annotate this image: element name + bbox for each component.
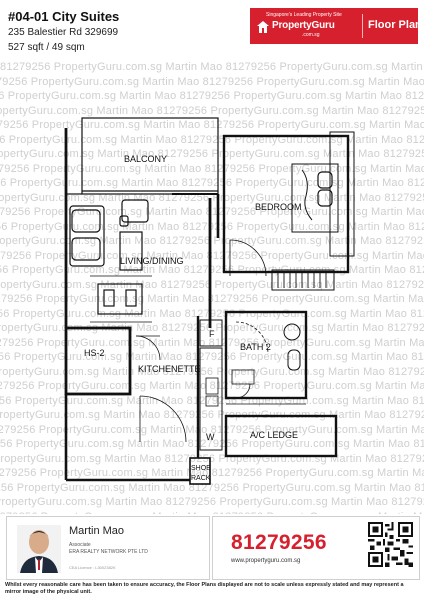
watermark-row: 81279256 PropertyGuru.com.sg Martin Mao … [0, 423, 424, 436]
watermark-row: 81279256 PropertyGuru.com.sg Martin Mao … [0, 365, 424, 378]
brand-name: PropertyGuru [272, 20, 335, 31]
watermark-row: 81279256 PropertyGuru.com.sg Martin Mao … [0, 104, 424, 117]
watermark-row: 81279256 PropertyGuru.com.sg Martin Mao … [0, 75, 424, 88]
household-shelter [64, 326, 132, 396]
kitchen-counter [199, 347, 223, 451]
agent-phone[interactable]: 81279256 [231, 531, 327, 554]
watermark-row: 81279256 PropertyGuru.com.sg Martin Mao … [0, 148, 424, 160]
balcony-area [81, 117, 219, 195]
watermark-row: 81279256 PropertyGuru.com.sg Martin Mao … [0, 162, 424, 175]
unit-title: #04-01 City Suites [8, 9, 120, 24]
ac-ledge-label: A/C LEDGE [250, 430, 298, 440]
brand-divider [362, 14, 363, 38]
watermark-row: 81279256 PropertyGuru.com.sg Martin Mao … [0, 293, 424, 305]
agent-card[interactable]: Martin Mao Associate ERA REALTY NETWORK … [6, 516, 210, 580]
listing-size: 527 sqft / 49 sqm [8, 42, 85, 53]
watermark-row: 81279256 PropertyGuru.com.sg Martin Mao … [0, 467, 424, 479]
qr-code-icon[interactable] [368, 522, 413, 567]
living-dining-label: LIVING/DINING [120, 256, 184, 266]
dining-table [97, 283, 143, 315]
tv-console [119, 231, 143, 271]
shoe-rack [189, 457, 211, 485]
watermark-row: 81279256 PropertyGuru.com.sg Martin Mao … [0, 394, 424, 407]
watermark-row: 81279256 PropertyGuru.com.sg Martin Mao … [0, 61, 424, 73]
listing-header: #04-01 City Suites 235 Balestier Rd 3296… [0, 0, 424, 62]
watermark-row: 81279256 PropertyGuru.com.sg Martin Mao … [0, 481, 424, 494]
listing-footer: Martin Mao Associate ERA REALTY NETWORK … [0, 514, 424, 600]
watermark-row: 81279256 PropertyGuru.com.sg Martin Mao … [0, 496, 424, 508]
fridge-label: F [209, 329, 215, 339]
watermark-row: 81279256 PropertyGuru.com.sg Martin Mao … [0, 235, 424, 247]
agent-avatar [17, 525, 61, 573]
watermark-row: 81279256 PropertyGuru.com.sg Martin Mao … [0, 336, 424, 349]
bedroom-area [222, 134, 350, 274]
website-link[interactable]: www.propertyguru.com.sg [231, 558, 301, 564]
floor-plan-drawing: BALCONY BEDROOM LIVING/DINING HS-2 KITCH… [64, 117, 355, 485]
disclaimer-text: Whilst every reasonable care has been ta… [5, 582, 404, 595]
watermark-row: 81279256 PropertyGuru.com.sg Martin Mao … [0, 249, 424, 262]
agent-licence: CEA Licence : L3002382K [69, 565, 116, 570]
fridge [199, 319, 223, 347]
watermark-row: 81279256 PropertyGuru.com.sg Martin Mao … [0, 351, 424, 363]
sofa [71, 209, 101, 233]
watermark-row: 81279256 PropertyGuru.com.sg Martin Mao … [0, 409, 424, 421]
agent-company: ERA REALTY NETWORK PTE LTD [69, 549, 148, 555]
washer-label: W [206, 432, 215, 442]
house-logo-icon [257, 21, 269, 33]
watermark-row: 81279256 PropertyGuru.com.sg Martin Mao … [0, 278, 424, 291]
hs2-label: HS-2 [84, 348, 105, 358]
bedroom-label: BEDROOM [255, 202, 302, 212]
watermark-row: 81279256 PropertyGuru.com.sg Martin Mao … [0, 322, 424, 334]
watermark-row: 81279256 PropertyGuru.com.sg Martin Mao … [0, 206, 424, 218]
shoe-rack-label-1: SHOE [191, 465, 211, 472]
watermark-row: 81279256 PropertyGuru.com.sg Martin Mao … [0, 119, 424, 131]
watermark-row: 81279256 PropertyGuru.com.sg Martin Mao … [0, 380, 424, 392]
shoe-rack-label-2: RACK [191, 475, 211, 482]
watermark-row: 81279256 PropertyGuru.com.sg Martin Mao … [0, 307, 424, 320]
wardrobe [271, 269, 335, 291]
bed [291, 163, 339, 233]
watermark-row: 81279256 PropertyGuru.com.sg Martin Mao … [0, 90, 424, 102]
chair [121, 199, 149, 223]
watermark-row: 81279256 PropertyGuru.com.sg Martin Mao … [0, 438, 424, 450]
listing-address: 235 Balestier Rd 329699 [8, 27, 119, 38]
watermark-pattern: 81279256 PropertyGuru.com.sg Martin Mao … [0, 60, 424, 516]
propertyguru-banner[interactable]: Singapore's Leading Property Site Proper… [250, 8, 424, 44]
bathroom [224, 310, 308, 400]
brand-tagline: Singapore's Leading Property Site [266, 12, 342, 18]
contact-card[interactable]: 81279256 www.propertyguru.com.sg [212, 516, 420, 580]
kitchenette-label: KITCHENETTE [138, 364, 201, 374]
ac-ledge [224, 414, 338, 458]
watermark-row: 81279256 PropertyGuru.com.sg Martin Mao … [0, 510, 424, 517]
floor-plans-label: Floor Plans [368, 19, 424, 31]
watermark-row: 81279256 PropertyGuru.com.sg Martin Mao … [0, 220, 424, 233]
brand-domain: .com.sg [302, 32, 320, 38]
agent-role: Associate [69, 542, 91, 548]
balcony-label: BALCONY [124, 154, 167, 164]
bath2-label: BATH 2 [240, 342, 271, 352]
agent-name: Martin Mao [69, 525, 125, 537]
